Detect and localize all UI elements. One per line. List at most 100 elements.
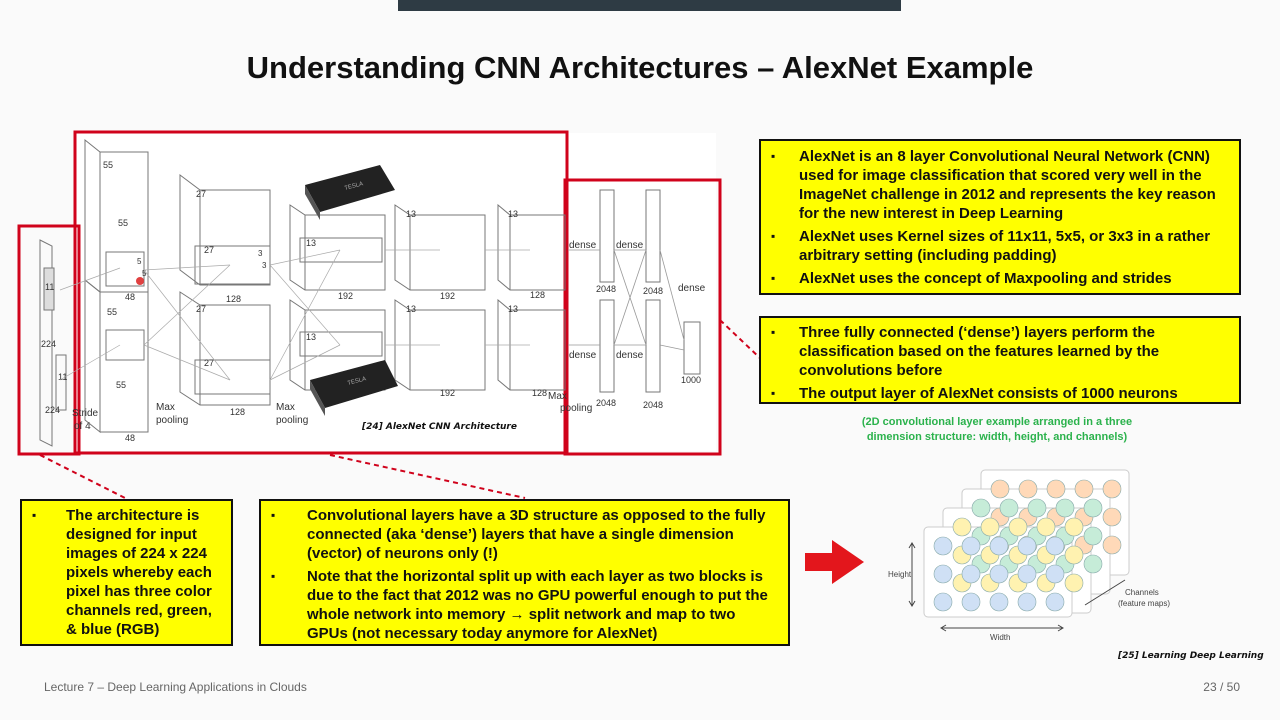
pooling-2: pooling (276, 415, 308, 426)
feature-dot (1083, 554, 1103, 574)
dense-1-bottom (599, 299, 615, 393)
feature-dot (933, 536, 953, 556)
dim-2048-a: 2048 (596, 284, 616, 294)
dim-13-a: 13 (306, 238, 316, 248)
dim-55-d: 55 (116, 380, 126, 390)
dim-13-f: 13 (508, 304, 518, 314)
dim-27-d: 27 (204, 358, 214, 368)
dense-1-top (599, 189, 615, 283)
feature-dot (1017, 564, 1037, 584)
feature-dot (1046, 479, 1066, 499)
dim-2048-d: 2048 (643, 400, 663, 410)
dim-5-a: 5 (137, 257, 142, 266)
bullet: The output layer of AlexNet consists of … (761, 384, 1231, 403)
width-label: Width (990, 633, 1010, 642)
dim-128-d: 128 (532, 388, 547, 398)
bullet: AlexNet uses the concept of Maxpooling a… (761, 269, 1231, 288)
conv-connection-lines (59, 249, 530, 381)
dense-2-bottom (645, 299, 661, 393)
conv3-top-kernel (299, 237, 383, 263)
feature-dot (1027, 498, 1047, 518)
dashed-connector-input (39, 454, 126, 499)
feature-dot (999, 498, 1019, 518)
feature-dot (1017, 536, 1037, 556)
dim-27-b: 27 (196, 304, 206, 314)
feature-dot (1064, 573, 1084, 593)
dense-label-2: dense (616, 240, 644, 251)
top-bar (398, 0, 901, 11)
gpu-card-bottom: TESLA (310, 360, 398, 416)
feature-map-stack (923, 469, 1130, 618)
feature-dot (1045, 536, 1065, 556)
dim-13-d: 13 (406, 304, 416, 314)
footer-lecture: Lecture 7 – Deep Learning Applications i… (44, 680, 307, 694)
conv-red-frame (73, 130, 569, 455)
feature-dot (1074, 479, 1094, 499)
dim-224-a: 224 (41, 339, 56, 349)
dashed-connector-conv (329, 454, 526, 499)
input-block (39, 239, 53, 447)
dim-48-a: 48 (125, 292, 135, 302)
dim-13-c: 13 (406, 209, 416, 219)
conv5-layer (497, 203, 566, 391)
feature-dot (1102, 479, 1122, 499)
feature-dot (1008, 517, 1028, 537)
feature-dot (989, 592, 1009, 612)
feature-dot (1017, 592, 1037, 612)
max-pooling-3: Max (548, 391, 567, 402)
feature-dot (1036, 517, 1056, 537)
dense-2-top (645, 189, 661, 283)
max-pooling-2: Max (276, 402, 295, 413)
stride-of4-label: of 4 (74, 421, 91, 432)
top-right-info-box: AlexNet is an 8 layer Convolutional Neur… (759, 139, 1241, 295)
pooling-3: pooling (560, 403, 592, 414)
dim-27-c: 27 (204, 245, 214, 255)
diagram-background (76, 133, 716, 451)
bullet: Note that the horizontal split up with e… (261, 567, 780, 643)
dim-11-b: 11 (58, 372, 67, 382)
dim-55-c: 55 (107, 307, 117, 317)
feature-dot (1055, 498, 1075, 518)
dim-192-b: 192 (440, 291, 455, 301)
feature-dot (980, 517, 1000, 537)
dense-label-3: dense (569, 350, 597, 361)
dense-output (683, 321, 701, 375)
channels-label: Channels (1125, 588, 1159, 597)
input-kernel (43, 267, 55, 311)
dim-128-c: 128 (530, 290, 545, 300)
dim-2048-c: 2048 (596, 398, 616, 408)
dim-2048-b: 2048 (643, 286, 663, 296)
feature-dot (961, 564, 981, 584)
dim-55-b: 55 (118, 218, 128, 228)
feature-dot (971, 498, 991, 518)
bottom-left-info-box: The architecture is designed for input i… (20, 499, 233, 646)
feature-dot (1064, 545, 1084, 565)
slide-title: Understanding CNN Architectures – AlexNe… (246, 50, 1034, 85)
feature-dot (952, 517, 972, 537)
conv3-layer (289, 204, 386, 391)
height-label: Height (888, 570, 912, 579)
input-red-frame (17, 224, 81, 456)
dim-11-a: 11 (45, 282, 54, 292)
feature-dot (1102, 535, 1122, 555)
dim-55-a: 55 (103, 160, 113, 170)
feature-dot (961, 536, 981, 556)
dim-3-a: 3 (258, 249, 263, 258)
green-note: (2D convolutional layer example arranged… (861, 416, 1133, 443)
input-kernel-2 (55, 354, 67, 411)
red-arrow (805, 540, 864, 584)
cursor-dot (136, 277, 144, 285)
footer-page-number: 23 / 50 (1203, 680, 1240, 694)
dim-128-b: 128 (230, 407, 245, 417)
feature-dot (1045, 592, 1065, 612)
gpu-brand-top: TESLA (344, 181, 364, 192)
feature-dot (1018, 479, 1038, 499)
dots-layer-1 (933, 536, 1065, 612)
conv1-bottom-block (100, 291, 149, 433)
bullet: The architecture is designed for input i… (22, 506, 225, 639)
dim-192-a: 192 (338, 291, 353, 301)
feature-dot (1083, 526, 1103, 546)
feature-dot (990, 479, 1010, 499)
conv1-layer (84, 138, 149, 434)
